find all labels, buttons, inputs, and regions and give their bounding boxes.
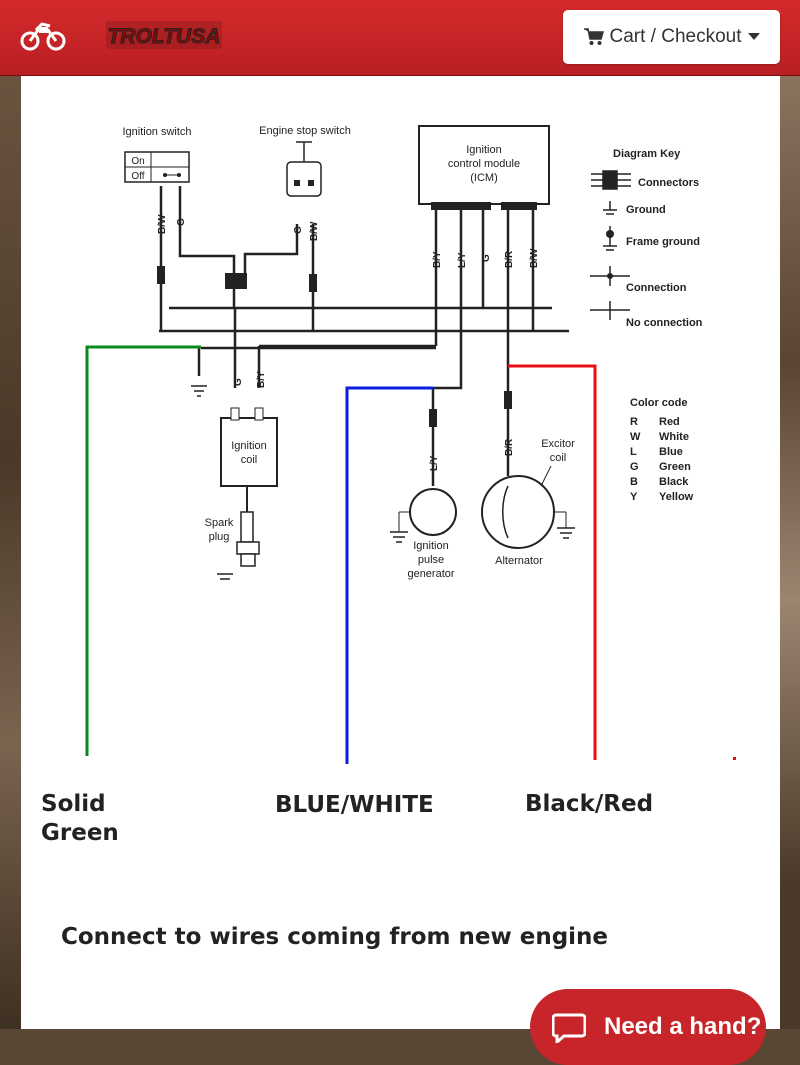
svg-text:W: W bbox=[630, 431, 641, 443]
svg-text:B/W: B/W bbox=[157, 214, 168, 234]
svg-text:G: G bbox=[233, 378, 244, 386]
svg-text:pulse: pulse bbox=[418, 554, 444, 566]
black-red-label: Black/Red bbox=[525, 791, 654, 817]
svg-text:Frame ground: Frame ground bbox=[626, 236, 700, 248]
svg-text:B: B bbox=[630, 476, 638, 488]
svg-text:Ground: Ground bbox=[626, 204, 666, 216]
svg-text:L/Y: L/Y bbox=[429, 455, 440, 471]
svg-text:B/W: B/W bbox=[309, 221, 320, 241]
svg-text:On: On bbox=[131, 156, 144, 167]
cart-checkout-button[interactable]: Cart / Checkout bbox=[563, 10, 780, 64]
blue-white-label: BLUE/WHITE bbox=[275, 792, 434, 818]
background-left bbox=[0, 76, 21, 1029]
connect-instruction: Connect to wires coming from new engine bbox=[61, 924, 609, 950]
svg-text:plug: plug bbox=[209, 531, 230, 543]
content-panel: Ignition switch On Off Engine stop switc… bbox=[21, 76, 780, 1029]
solid-label-line2: Green bbox=[41, 820, 119, 846]
svg-text:Y: Y bbox=[630, 491, 638, 503]
cart-label: Cart / Checkout bbox=[609, 26, 742, 47]
svg-text:G: G bbox=[176, 218, 187, 226]
svg-text:control module: control module bbox=[448, 158, 520, 170]
svg-text:Connection: Connection bbox=[626, 282, 687, 294]
top-navbar: TROLTUSA Cart / Checkout bbox=[0, 0, 800, 76]
svg-text:Color code: Color code bbox=[630, 397, 687, 409]
solid-green-label: Solid Green bbox=[41, 790, 119, 848]
svg-text:Diagram Key: Diagram Key bbox=[613, 148, 681, 160]
svg-text:R: R bbox=[630, 416, 638, 428]
svg-text:Ignition switch: Ignition switch bbox=[122, 126, 191, 138]
svg-text:TROLTUSA: TROLTUSA bbox=[108, 25, 221, 48]
cart-icon bbox=[583, 28, 604, 45]
svg-text:Spark: Spark bbox=[205, 517, 234, 529]
need-help-chat-button[interactable]: Need a hand? bbox=[530, 989, 766, 1065]
background-right bbox=[780, 76, 800, 1029]
svg-text:(ICM): (ICM) bbox=[470, 172, 498, 184]
svg-text:Black: Black bbox=[659, 476, 689, 488]
svg-text:coil: coil bbox=[241, 454, 258, 466]
svg-text:B/R: B/R bbox=[504, 438, 515, 456]
svg-text:generator: generator bbox=[407, 568, 454, 580]
svg-text:G: G bbox=[630, 461, 639, 473]
svg-text:Alternator: Alternator bbox=[495, 555, 543, 567]
svg-text:Ignition: Ignition bbox=[231, 440, 266, 452]
svg-text:coil: coil bbox=[550, 452, 567, 464]
svg-text:Off: Off bbox=[131, 171, 144, 182]
solid-label-line1: Solid bbox=[41, 791, 106, 817]
svg-text:Blue: Blue bbox=[659, 446, 683, 458]
svg-text:Connectors: Connectors bbox=[638, 177, 699, 189]
svg-text:B/Y: B/Y bbox=[432, 251, 443, 268]
svg-text:Ignition: Ignition bbox=[466, 144, 501, 156]
svg-text:No connection: No connection bbox=[626, 317, 703, 329]
svg-text:B/R: B/R bbox=[504, 250, 515, 268]
help-label: Need a hand? bbox=[604, 1013, 762, 1040]
svg-text:Green: Green bbox=[659, 461, 691, 473]
svg-text:B/W: B/W bbox=[529, 248, 540, 268]
svg-text:B/Y: B/Y bbox=[256, 371, 267, 388]
svg-text:Red: Red bbox=[659, 416, 680, 428]
caret-down-icon bbox=[747, 33, 760, 40]
svg-text:G: G bbox=[481, 254, 492, 262]
chat-icon bbox=[552, 1013, 586, 1043]
svg-text:Engine stop switch: Engine stop switch bbox=[259, 125, 351, 137]
motorcycle-icon[interactable] bbox=[20, 18, 66, 52]
svg-text:Ignition: Ignition bbox=[413, 540, 448, 552]
svg-text:L/Y: L/Y bbox=[457, 252, 468, 268]
svg-text:L: L bbox=[630, 446, 637, 458]
svg-text:Yellow: Yellow bbox=[659, 491, 694, 503]
svg-text:G: G bbox=[293, 226, 304, 234]
site-logo[interactable]: TROLTUSA bbox=[106, 21, 222, 49]
svg-text:White: White bbox=[659, 431, 689, 443]
svg-text:Excitor: Excitor bbox=[541, 438, 575, 450]
wiring-diagram: Ignition switch On Off Engine stop switc… bbox=[85, 125, 736, 764]
